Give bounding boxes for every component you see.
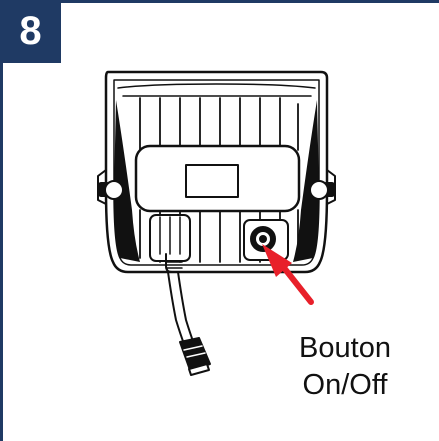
cable-connector (179, 337, 211, 376)
power-cable (167, 271, 195, 345)
label-line-2: On/Off (302, 369, 388, 401)
callout-arrow (262, 244, 314, 305)
on-off-button-label: Bouton On/Off (290, 330, 400, 404)
step-number-badge: 8 (0, 0, 61, 63)
mounting-bracket-right (309, 169, 336, 205)
frame-left-border (0, 0, 3, 441)
cable-gland (149, 214, 191, 273)
mounting-bracket-left (97, 169, 124, 205)
frame-top-border (0, 0, 439, 3)
center-label-plate (134, 144, 301, 213)
housing-side-shading (114, 100, 319, 262)
on-off-button (243, 219, 289, 261)
label-line-1: Bouton (299, 332, 391, 364)
